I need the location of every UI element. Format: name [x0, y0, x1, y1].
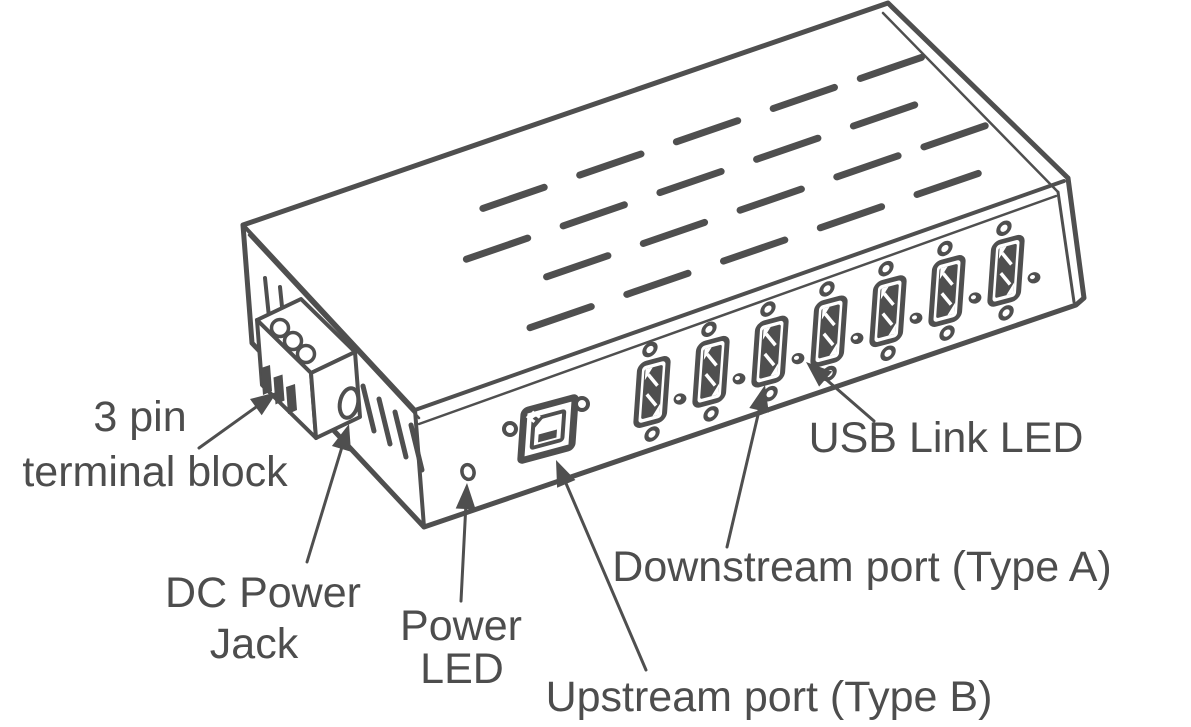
top-vent-slot	[672, 117, 742, 146]
downstream-port-type-a	[692, 321, 730, 422]
upstream-port-type-b	[517, 394, 579, 464]
label-dc-power-jack-line1: DC Power	[165, 569, 361, 617]
port-screw-bottom	[939, 325, 955, 341]
power-led	[460, 462, 476, 482]
top-vent-slot	[656, 168, 725, 197]
usb-link-led	[909, 312, 923, 324]
downstream-ports-type-a	[633, 220, 1025, 442]
label-upstream-port: Upstream port (Type B)	[546, 673, 993, 721]
top-vent-slot	[576, 150, 645, 179]
top-vent-slots	[462, 53, 989, 332]
case-top-right-seam	[881, 11, 1060, 194]
label-dc-power-jack-line2: Jack	[210, 620, 299, 668]
callout-labels: 3 pin terminal block DC Power Jack Power…	[22, 393, 1111, 721]
port-screw-top	[996, 220, 1012, 237]
power-led-arrow	[455, 483, 476, 603]
usb-link-led	[968, 292, 982, 304]
dc-power-jack	[337, 386, 361, 420]
top-vent-slot	[816, 203, 886, 232]
callout-arrows	[197, 362, 876, 672]
downstream-port-arrow	[725, 385, 769, 549]
usb-link-led	[673, 393, 687, 405]
case-front-top-seam	[417, 194, 1058, 426]
case-left-top-edge	[241, 223, 417, 412]
usb-link-led	[850, 332, 864, 345]
port-screw-top	[760, 301, 776, 317]
top-vent-slot	[753, 134, 822, 163]
top-vent-slot	[526, 303, 595, 332]
dc-power-jack-arrow	[305, 424, 351, 564]
port-screw-top	[878, 260, 894, 277]
downstream-port-type-a	[810, 281, 848, 382]
usb-link-led	[1027, 272, 1041, 284]
terminal-wire-hole	[261, 365, 272, 395]
terminal-block-arrow	[197, 392, 277, 450]
terminal-wire-hole	[286, 384, 297, 414]
usb-link-led	[791, 352, 805, 365]
usb-link-led-arrow	[806, 362, 876, 423]
left-vent-slot	[392, 409, 409, 460]
port-screw-top	[819, 281, 835, 297]
downstream-port-type-a	[928, 240, 966, 341]
upstream-port-screw-right	[574, 396, 590, 412]
top-vent-slot	[856, 53, 925, 82]
port-screw-bottom	[880, 345, 896, 362]
case-front-top-edge	[413, 179, 1066, 412]
downstream-port-type-a	[869, 260, 907, 362]
upstream-port-arrow	[556, 460, 648, 672]
top-vent-slot	[462, 234, 532, 263]
upstream-port-screw-left	[502, 421, 518, 437]
top-vent-slot	[543, 252, 612, 281]
top-vent-slot	[639, 218, 709, 247]
left-vent-slot	[408, 422, 425, 473]
left-vent-slot	[360, 383, 377, 434]
terminal-wire-hole	[273, 374, 285, 405]
downstream-port-type-a	[987, 220, 1025, 321]
top-vent-slot	[833, 152, 902, 181]
port-screw-top	[701, 321, 717, 338]
port-screw-bottom	[998, 305, 1014, 321]
downstream-port-type-a	[633, 341, 671, 442]
top-vent-slot	[769, 83, 838, 112]
top-vent-slot	[720, 236, 789, 265]
top-vent-slot	[623, 269, 692, 298]
port-screw-bottom	[644, 426, 660, 442]
terminal-wire-holes	[261, 365, 297, 414]
case-left-top-seam	[247, 233, 421, 420]
usb-hub-device	[240, 0, 1087, 530]
terminal-screws	[269, 317, 317, 365]
label-power-led-line2: LED	[420, 645, 504, 693]
left-vent-slot	[376, 396, 393, 447]
downstream-port-type-a	[751, 301, 789, 402]
top-vent-slot	[479, 183, 548, 212]
label-usb-link-led: USB Link LED	[809, 414, 1084, 462]
label-terminal-block-line2: terminal block	[22, 448, 288, 496]
usb-link-led	[732, 373, 746, 385]
left-face-vent-slots-lower	[360, 383, 425, 473]
label-downstream-port: Downstream port (Type A)	[612, 543, 1111, 591]
top-vent-slot	[920, 122, 989, 151]
case-front-right-edge	[1056, 190, 1076, 304]
top-vent-slot	[559, 201, 628, 230]
top-vent-slot	[913, 169, 982, 198]
port-screw-top	[937, 240, 953, 257]
top-vent-slot	[736, 185, 805, 214]
port-screw-top	[642, 341, 658, 358]
label-power-led-line1: Power	[400, 602, 522, 650]
port-screw-bottom	[703, 406, 719, 422]
label-terminal-block-line1: 3 pin	[93, 393, 186, 441]
top-vent-slot	[849, 101, 919, 130]
usb-link-leds	[673, 272, 1041, 405]
